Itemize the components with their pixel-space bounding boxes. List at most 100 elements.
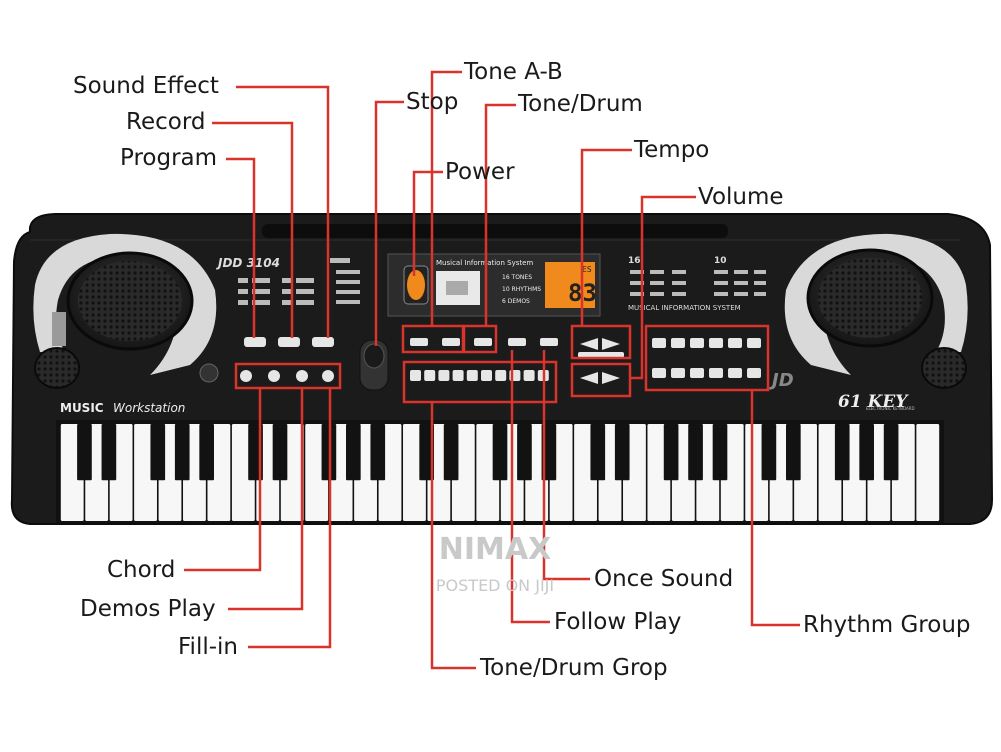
leader-stop <box>374 100 404 346</box>
rhythm-button <box>671 338 685 348</box>
rhythm-button-grid <box>652 338 761 378</box>
leader-rhythm-group <box>750 390 800 627</box>
label-rhythm-group: Rhythm Group <box>803 612 971 638</box>
stop-knob <box>359 339 389 391</box>
rhythm-button <box>728 368 742 378</box>
display-rhythms: 10 RHYTHMS <box>502 286 541 293</box>
label-stop: Stop <box>406 89 459 115</box>
model-label: JDD 3104 <box>216 256 280 270</box>
tone-button <box>495 370 507 381</box>
music-label: MUSIC <box>60 401 104 415</box>
key-badge: 61 KEY <box>838 392 909 412</box>
box-tone-ab <box>462 324 498 354</box>
black-key <box>419 424 434 481</box>
label-volume: Volume <box>698 184 784 210</box>
rhythm-button <box>671 368 685 378</box>
leader-follow-play <box>510 350 550 624</box>
tone-button <box>438 370 450 381</box>
left-panel-legend <box>238 258 360 305</box>
rhythm-button <box>690 338 704 348</box>
leader-program <box>226 157 256 338</box>
label-power: Power <box>445 159 515 185</box>
black-key <box>614 424 630 481</box>
display-small-text: ES <box>582 265 592 274</box>
box-tempo <box>570 324 632 360</box>
tone-button <box>424 370 436 381</box>
black-key <box>712 424 728 481</box>
leader-power <box>412 170 443 276</box>
tone-button <box>523 370 535 381</box>
black-key <box>590 424 606 481</box>
white-key <box>916 424 940 521</box>
black-key <box>199 424 214 481</box>
left-speaker <box>33 233 217 389</box>
black-key <box>346 424 361 481</box>
label-tone-drum: Tone/Drum <box>518 91 643 117</box>
black-key <box>786 424 801 481</box>
box-volume <box>570 362 632 398</box>
leader-record <box>212 121 294 338</box>
panel-button <box>540 338 558 346</box>
black-key <box>834 424 850 481</box>
black-key <box>517 424 532 481</box>
black-key <box>101 424 117 481</box>
display-demos: 6 DEMOS <box>502 298 530 305</box>
right-speaker <box>784 233 968 389</box>
black-key <box>663 424 679 481</box>
black-key <box>272 424 288 481</box>
label-demos-play: Demos Play <box>80 596 216 622</box>
watermark-posted: POSTED ON JIJI <box>435 576 555 595</box>
callout-boxes <box>234 324 770 404</box>
panel-button <box>474 338 492 346</box>
lcd-display: Musical Information System 16 TONES 10 R… <box>387 253 601 317</box>
left-button-group <box>199 337 334 383</box>
rhythm-button <box>652 368 666 378</box>
black-key <box>492 424 508 481</box>
leader-chord <box>184 388 262 572</box>
tone-button <box>481 370 492 381</box>
label-tone-drum-group: Tone/Drum Grop <box>480 655 668 681</box>
rhythm-button <box>747 368 761 378</box>
corner-logo: JD <box>769 370 794 391</box>
black-key <box>688 424 703 481</box>
panel-label-right: MUSICAL INFORMATION SYSTEM <box>628 304 741 312</box>
panel-button <box>442 338 460 346</box>
box-rhythm-group <box>644 324 770 392</box>
leader-tone-drum-group <box>430 402 476 670</box>
leader-fillin <box>248 388 332 649</box>
leader-volume <box>630 195 696 380</box>
label-tone-ab: Tone A-B <box>464 59 563 85</box>
label-program: Program <box>120 145 218 171</box>
leader-tone-ab <box>430 70 462 326</box>
black-key <box>883 424 899 481</box>
tone-button <box>410 370 421 381</box>
panel-num-left: 16 <box>628 256 641 266</box>
rhythm-button <box>690 368 704 378</box>
tempo-volume-buttons <box>578 338 624 384</box>
rhythm-button <box>652 338 666 348</box>
label-once-sound: Once Sound <box>594 566 734 592</box>
tone-button <box>452 370 464 381</box>
watermark-brand: NIMAX <box>438 532 552 567</box>
display-tones: 16 TONES <box>502 274 532 281</box>
leader-tone-drum <box>484 103 516 326</box>
box-tone-group <box>402 360 558 404</box>
panel-button <box>508 338 526 346</box>
label-chord: Chord <box>107 557 176 583</box>
tone-button <box>466 370 478 381</box>
panel-button <box>410 338 428 346</box>
display-title: Musical Information System <box>436 259 533 267</box>
label-tempo: Tempo <box>634 137 710 163</box>
black-key <box>77 424 92 481</box>
panel-num-right: 10 <box>714 256 727 266</box>
label-fill-in: Fill-in <box>178 634 238 660</box>
leader-tempo <box>580 148 632 326</box>
rhythm-button <box>709 368 723 378</box>
black-key <box>761 424 777 481</box>
rhythm-button <box>709 338 723 348</box>
label-sound-effect: Sound Effect <box>73 73 219 99</box>
key-badge-sub: ELECTRONIC KEYBOARD <box>866 406 915 411</box>
right-panel-legend: 16 10 MUSICAL INFORMATION SYSTEM <box>628 256 766 312</box>
